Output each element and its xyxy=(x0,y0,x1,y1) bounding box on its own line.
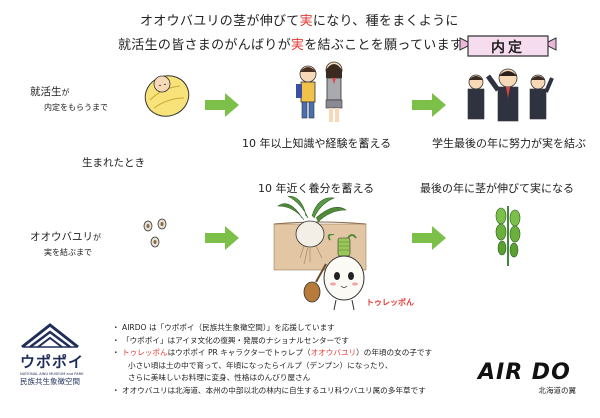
arrow-right-icon xyxy=(205,93,239,117)
row2-born-label: 生まれたとき xyxy=(82,157,145,169)
upopoy-japanese: 民族共生象徴空間 xyxy=(20,377,80,386)
row1-caption-2: 10 年以上知識や経験を蓄える xyxy=(242,137,392,150)
arrow-right-icon xyxy=(412,226,446,250)
airdo-logo: AIR DO 北海道の翼 xyxy=(478,360,578,396)
row2-sub-label: 実を結ぶまで xyxy=(44,248,92,257)
airdo-logo-text: AIR DO xyxy=(478,360,571,385)
title-line-1: オオウバユリの茎が伸びて実になり、種をまくように xyxy=(140,14,459,29)
upopoy-pattern-icon xyxy=(21,323,79,349)
row2-caption-3: 最後の年に茎が伸びて実になる xyxy=(420,182,574,195)
seeds-illustration xyxy=(140,218,176,254)
title-line-2: 就活生の皆さまのがんばりが実を結ぶことを願っています xyxy=(118,38,464,53)
naitei-text: 内定 xyxy=(491,40,525,56)
students-illustration xyxy=(292,58,352,130)
naitei-badge: 内定 xyxy=(458,34,558,68)
upopoy-name: ウポポイ xyxy=(20,353,85,371)
row2-caption-2: 10 年近く養分を蓄える xyxy=(258,182,375,195)
row1-label: 就活生が xyxy=(30,86,70,98)
graduates-illustration xyxy=(462,64,554,128)
row1-sub-label: 内定をもらうまで xyxy=(44,103,108,112)
character-name: トゥレッポん xyxy=(366,298,414,307)
arrow-right-icon xyxy=(412,93,446,117)
note-item-continued: さらに美味しいお料理に変身、性格はのんびり屋さん xyxy=(128,373,311,383)
upopoy-logo: ウポポイ NATIONAL AINU MUSEUM and PARK 民族共生象… xyxy=(20,323,84,387)
arrow-right-icon xyxy=(205,226,239,250)
notes-list: AIRDO は「ウポポイ（民族共生象徴空間）」を応援しています 「ウポポイ」はア… xyxy=(112,322,432,398)
note-item: 「ウポポイ」はアイヌ文化の復興・発展のナショナルセンターです xyxy=(112,335,432,348)
upopoy-english: NATIONAL AINU MUSEUM and PARK xyxy=(20,372,84,376)
row1-caption-3: 学生最後の年に努力が実を結ぶ xyxy=(432,137,586,150)
note-item: トゥレッポんはウポポイ PR キャラクターでトゥレプ（オオウバユリ）の年頃の女の… xyxy=(112,347,432,360)
baby-illustration xyxy=(140,68,196,124)
row2-label: オオウバユリが xyxy=(30,231,101,243)
airdo-tagline: 北海道の翼 xyxy=(538,386,577,395)
tureppon-character-illustration xyxy=(300,233,384,318)
note-item: AIRDO は「ウポポイ（民族共生象徴空間）」を応援しています xyxy=(112,322,432,335)
note-item: オオウバユリは北海道、本州の中部以北の林内に自生するユリ科ウバユリ属の多年草です xyxy=(112,385,432,398)
note-item-continued: 小さい頃は土の中で育って、年頃になったらイルプ（デンプン）になったり、 xyxy=(128,360,393,370)
lily-stalk-illustration xyxy=(488,204,528,272)
